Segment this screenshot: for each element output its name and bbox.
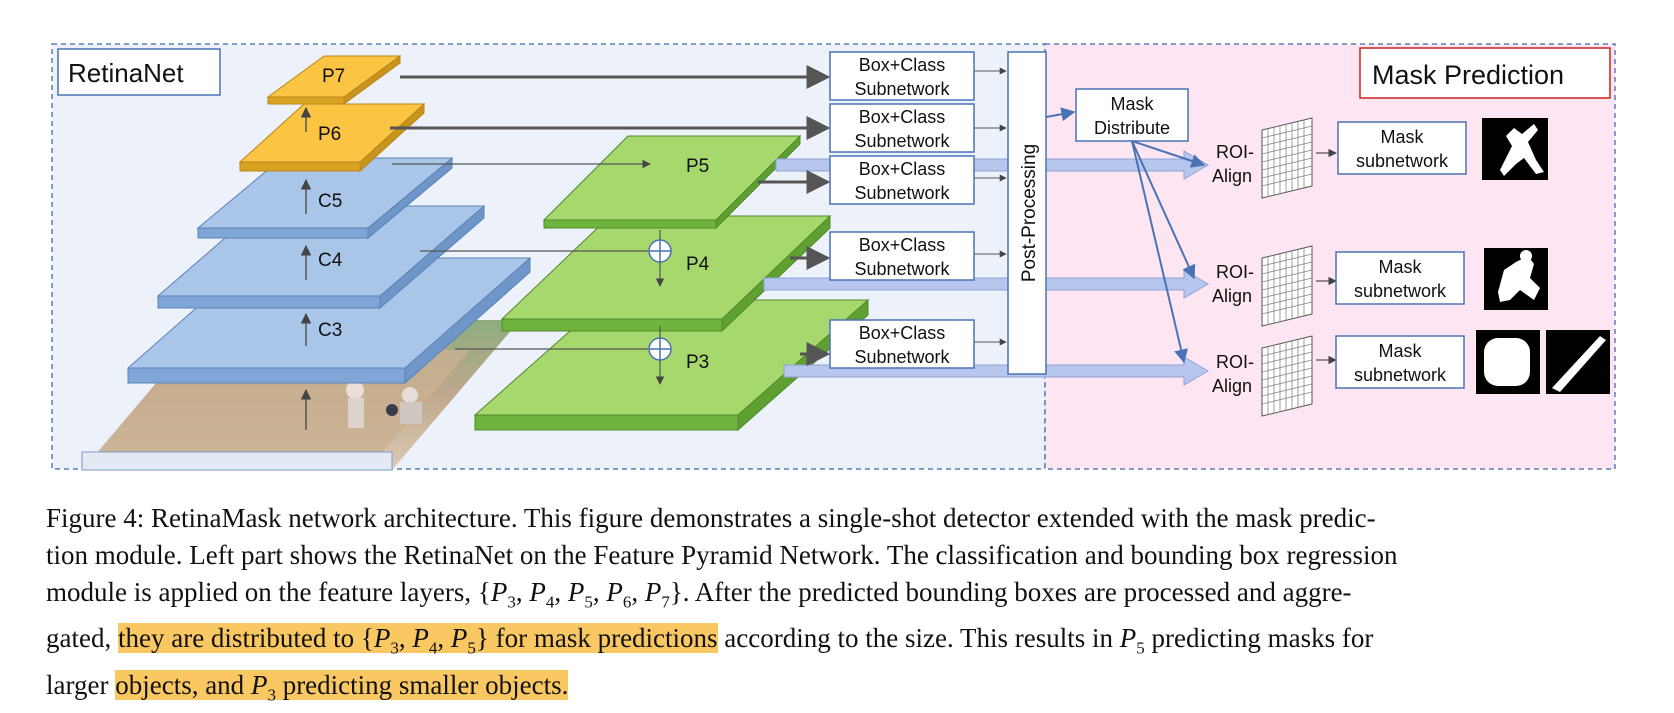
svg-text:Subnetwork: Subnetwork [854, 131, 950, 151]
svg-text:Box+Class: Box+Class [859, 107, 946, 127]
head-p6: P6 [238, 102, 426, 173]
box-class-subnetwork-p3: Box+Class Subnetwork [829, 319, 975, 369]
caption-line-2: tion module. Left part shows the RetinaN… [46, 540, 1398, 570]
svg-text:ROI-: ROI- [1216, 262, 1254, 282]
p4-label: P4 [686, 254, 710, 275]
svg-text:ROI-: ROI- [1216, 352, 1254, 372]
c3-label: C3 [318, 320, 342, 341]
svg-text:Box+Class: Box+Class [859, 235, 946, 255]
p7-label: P7 [322, 66, 345, 87]
output-mask-4 [1546, 330, 1610, 394]
post-processing-block: Post-Processing [1007, 51, 1047, 375]
mask-distribute-block: Mask Distribute [1075, 88, 1189, 142]
svg-text:Post-Processing: Post-Processing [1019, 144, 1040, 282]
c4-label: C4 [318, 250, 343, 271]
mask-subnetwork-2: Mask subnetwork [1335, 251, 1465, 305]
highlighted-text-2: objects, and P3 predicting smaller objec… [115, 669, 569, 705]
svg-text:subnetwork: subnetwork [1354, 281, 1447, 301]
svg-text:Box+Class: Box+Class [859, 55, 946, 75]
mask-prediction-title: Mask Prediction [1372, 60, 1564, 90]
output-mask-3 [1476, 330, 1540, 394]
mask-subnetwork-3: Mask subnetwork [1335, 335, 1465, 389]
backbone-c5: C5 [196, 156, 454, 240]
retinanet-title: RetinaNet [68, 58, 184, 88]
p6-label: P6 [318, 124, 341, 145]
svg-text:Align: Align [1212, 286, 1252, 306]
svg-text:Subnetwork: Subnetwork [854, 259, 950, 279]
caption-line-1: Figure 4: RetinaMask network architectur… [46, 503, 1376, 533]
svg-text:Mask: Mask [1380, 127, 1424, 147]
caption-line-4: gated, they are distributed to {P3, P4, … [46, 623, 1374, 658]
roi-align-3: ROI- Align [1212, 352, 1254, 396]
box-class-subnetwork-p6: Box+Class Subnetwork [829, 103, 975, 153]
caption-line-5: larger objects, and P3 predicting smalle… [46, 669, 569, 705]
svg-text:Mask: Mask [1378, 257, 1422, 277]
svg-text:Mask: Mask [1110, 94, 1154, 114]
svg-text:Box+Class: Box+Class [859, 323, 946, 343]
roi-align-2: ROI- Align [1212, 262, 1254, 306]
box-class-subnetwork-p5: Box+Class Subnetwork [829, 155, 975, 205]
svg-text:subnetwork: subnetwork [1356, 151, 1449, 171]
head-p7: P7 [266, 55, 402, 105]
figure-caption: Figure 4: RetinaMask network architectur… [46, 500, 1636, 713]
svg-text:subnetwork: subnetwork [1354, 365, 1447, 385]
svg-text:Mask: Mask [1378, 341, 1422, 361]
c5-label: C5 [318, 191, 342, 212]
highlighted-text: they are distributed to {P3, P4, P5} for… [117, 623, 718, 658]
svg-text:Align: Align [1212, 376, 1252, 396]
fpn-p4: P4 [500, 214, 832, 333]
architecture-diagram: RetinaNet Mask Prediction C3 C4 C5 [51, 43, 1616, 471]
svg-text:Subnetwork: Subnetwork [854, 79, 950, 99]
mask-subnetwork-1: Mask subnetwork [1337, 121, 1467, 175]
output-mask-2 [1484, 248, 1548, 310]
svg-text:Distribute: Distribute [1094, 118, 1170, 138]
svg-text:Align: Align [1212, 166, 1252, 186]
svg-text:Box+Class: Box+Class [859, 159, 946, 179]
svg-text:ROI-: ROI- [1216, 142, 1254, 162]
output-mask-1 [1482, 118, 1548, 180]
roi-grid-2-icon [1261, 245, 1313, 327]
svg-text:Subnetwork: Subnetwork [854, 183, 950, 203]
svg-text:Subnetwork: Subnetwork [854, 347, 950, 367]
caption-line-3: module is applied on the feature layers,… [46, 577, 1352, 612]
roi-grid-1-icon [1261, 117, 1313, 199]
box-class-subnetwork-p4: Box+Class Subnetwork [829, 231, 975, 281]
box-class-subnetwork-p7: Box+Class Subnetwork [829, 51, 975, 101]
p5-label: P5 [686, 156, 709, 177]
roi-align-1: ROI- Align [1212, 142, 1254, 186]
p3-label: P3 [686, 352, 709, 373]
roi-grid-3-icon [1261, 335, 1313, 417]
